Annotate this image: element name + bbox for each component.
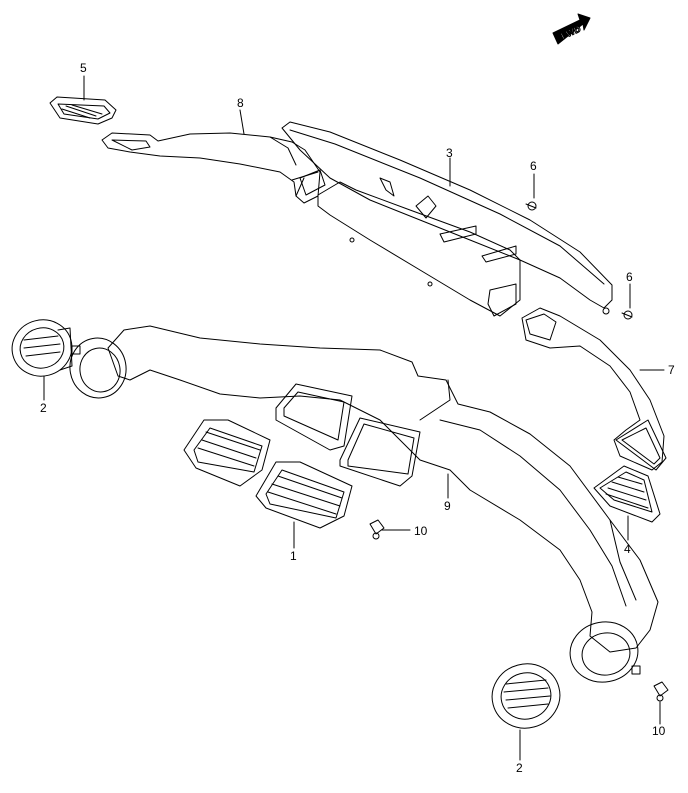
part-6-clip-top — [525, 201, 537, 211]
left-duct-ring — [69, 337, 127, 399]
part-9-main-duct — [107, 325, 659, 653]
fwd-arrow-icon: FWD — [552, 13, 591, 45]
callout-part-6-top: 6 — [530, 159, 537, 173]
callout-part-5: 5 — [80, 61, 87, 75]
part-2-round-vent-bottom — [491, 663, 561, 729]
part-5-side-vent — [49, 96, 117, 125]
part-1-center-vents — [183, 419, 353, 529]
leader-lines — [43, 75, 665, 761]
callout-part-10-center: 10 — [414, 524, 428, 538]
callout-part-10-right: 10 — [652, 724, 666, 738]
callout-part-2-bottom: 2 — [516, 761, 523, 775]
part-10-clip-center — [369, 519, 385, 540]
part-4-corner-vent — [593, 465, 661, 523]
part-3-defroster-nozzle — [281, 121, 613, 317]
callout-part-7: 7 — [668, 363, 675, 377]
part-6-clip-bottom — [621, 310, 633, 320]
callout-part-1: 1 — [290, 549, 297, 563]
callout-part-2-left: 2 — [40, 401, 47, 415]
part-7-right-duct — [521, 307, 667, 471]
right-duct-ring — [569, 621, 641, 683]
callout-part-3: 3 — [446, 146, 453, 160]
part-10-clip-right — [653, 681, 669, 702]
callout-part-6-bottom: 6 — [626, 270, 633, 284]
callout-part-4: 4 — [624, 542, 631, 556]
center-vent-openings — [275, 383, 421, 487]
part-2-round-vent-left — [11, 319, 73, 377]
part-8-side-duct — [101, 132, 326, 204]
callout-part-9: 9 — [444, 499, 451, 513]
callout-part-8: 8 — [237, 96, 244, 110]
